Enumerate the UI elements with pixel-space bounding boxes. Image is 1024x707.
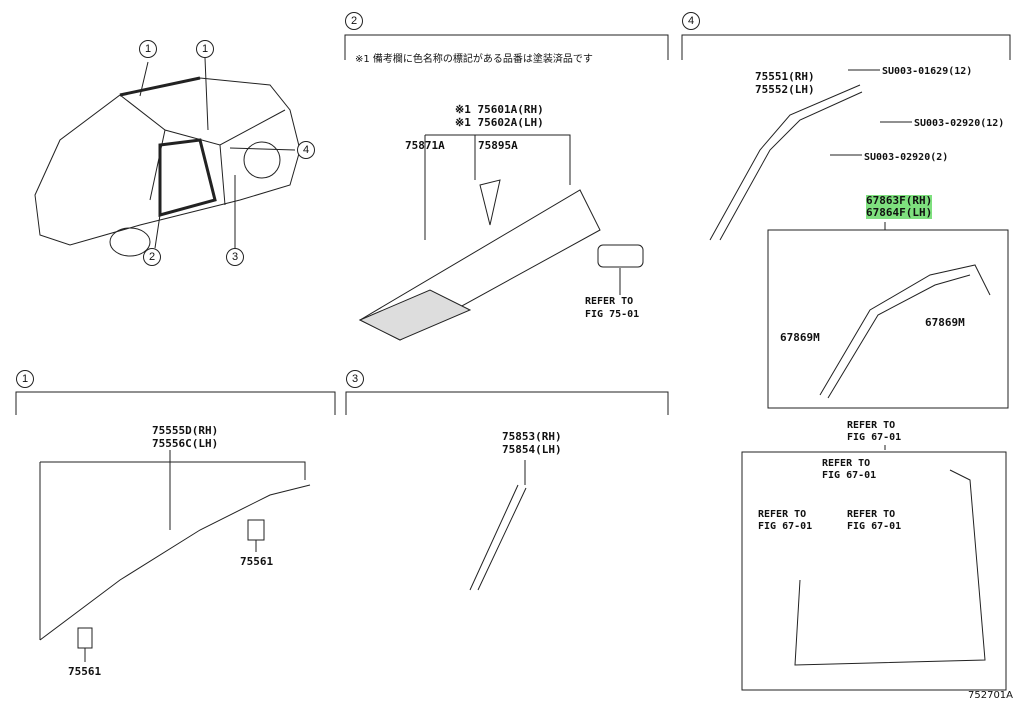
fig-ref-link[interactable]: FIG 67-01: [822, 470, 877, 481]
refer-to-label: REFER TO: [847, 420, 896, 431]
fig-ref-link[interactable]: FIG 67-01: [847, 521, 902, 532]
part-67864F-highlighted[interactable]: 67864F(LH): [866, 206, 933, 219]
refer-to-label: REFER TO: [758, 509, 807, 520]
part-75561: 75561: [240, 555, 274, 568]
part-75601A: ※1 75601A(RH): [455, 103, 544, 116]
callout-4: 4: [297, 141, 315, 159]
section-3-callout: 3: [346, 370, 364, 388]
section-4-callout: 4: [682, 12, 700, 30]
part-75551: 75551(RH): [755, 70, 815, 83]
fig-ref-link[interactable]: FIG 75-01: [585, 309, 640, 320]
callout-1: 1: [196, 40, 214, 58]
part-75555D: 75555D(RH): [152, 424, 219, 437]
callout-2: 2: [143, 248, 161, 266]
refer-to-label: REFER TO: [847, 509, 896, 520]
part-75561: 75561: [68, 665, 102, 678]
car-illustration: [34, 57, 301, 257]
part-SU003-02920-12: SU003-02920(12): [914, 118, 1005, 129]
refer-to-label: REFER TO: [822, 458, 871, 469]
part-SU003-01629: SU003-01629(12): [882, 66, 973, 77]
refer-to-label: REFER TO: [585, 296, 634, 307]
part-75853: 75853(RH): [502, 430, 562, 443]
fig-ref-link[interactable]: FIG 67-01: [758, 521, 813, 532]
section-2-note: ※1 備考欄に色名称の標記がある品番は塗装済品です: [355, 54, 593, 65]
part-75895A: 75895A: [478, 139, 518, 152]
part-67869M: 67869M: [780, 331, 820, 344]
part-67869M: 67869M: [925, 316, 965, 329]
part-75556C: 75556C(LH): [152, 437, 219, 450]
part-75552: 75552(LH): [755, 83, 815, 96]
section-2-callout: 2: [345, 12, 363, 30]
section-1-callout: 1: [16, 370, 34, 388]
part-67863F-highlighted[interactable]: 67863F(RH): [866, 194, 933, 207]
part-75854: 75854(LH): [502, 443, 562, 456]
callout-3: 3: [226, 248, 244, 266]
fig-ref-link[interactable]: FIG 67-01: [847, 432, 902, 443]
part-75602A: ※1 75602A(LH): [455, 116, 544, 129]
callout-1: 1: [139, 40, 157, 58]
part-75871A: 75871A: [405, 139, 445, 152]
part-SU003-02920-2: SU003-02920(2): [864, 152, 949, 163]
figure-id: 752701A: [968, 690, 1014, 701]
